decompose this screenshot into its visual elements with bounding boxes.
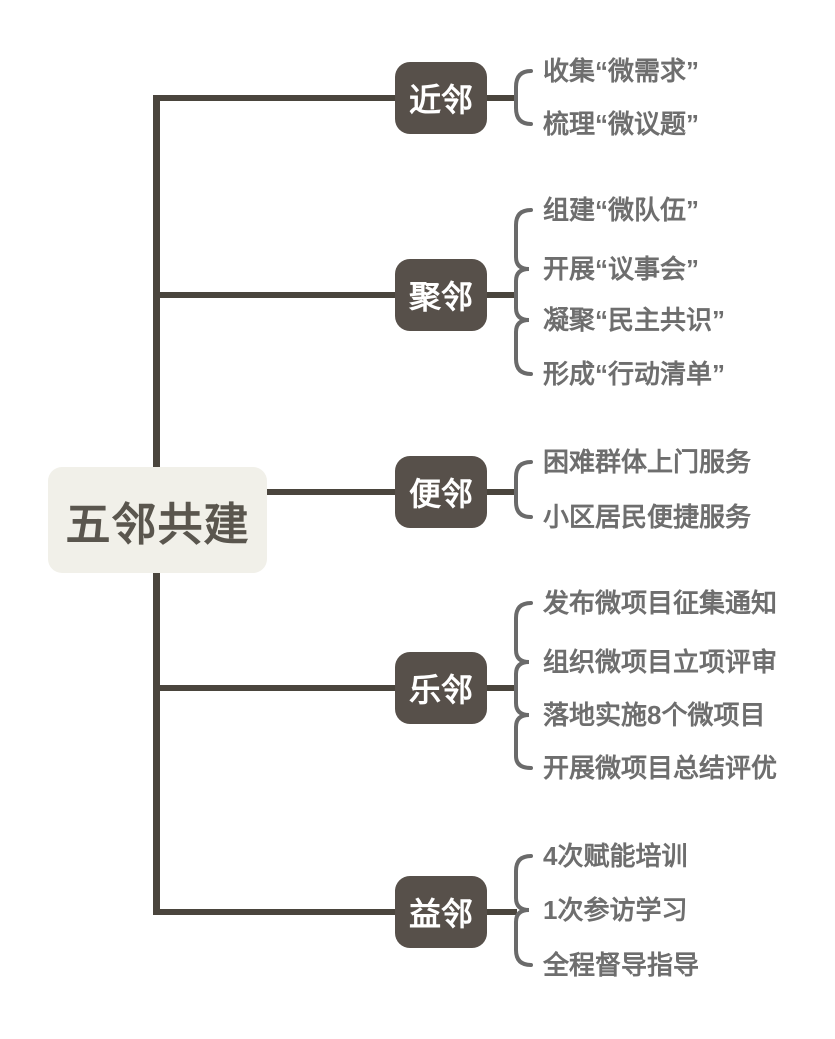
branch-node-lelin: 乐邻 [395,652,487,724]
branch-node-yilin: 益邻 [395,876,487,948]
branch-node-label: 近邻 [408,82,473,118]
leaf-item: 组织微项目立项评审 [543,647,778,677]
branch-node-label: 乐邻 [408,672,473,708]
leaf-item: 4次赋能培训 [543,841,688,871]
leaf-item: 困难群体上门服务 [543,447,752,477]
brace-branch-2 [514,208,533,376]
root-node: 五邻共建 [48,467,267,573]
leaf-item: 组建“微队伍” [543,195,700,225]
node-stub-4 [487,685,517,691]
leaf-item: 小区居民便捷服务 [543,502,752,532]
node-stub-1 [487,95,517,101]
leaf-item: 开展“议事会” [543,254,700,284]
brace-branch-3 [514,460,533,519]
leaf-item: 全程督导指导 [543,950,700,980]
branch-node-julin: 聚邻 [395,259,487,331]
branch-line-3 [154,489,395,495]
leaf-item: 凝聚“民主共识” [543,305,726,335]
leaf-item: 开展微项目总结评优 [543,753,778,783]
branch-node-label: 益邻 [408,896,473,932]
leaf-item: 落地实施8个微项目 [543,700,766,730]
leaf-item: 1次参访学习 [543,895,688,925]
branch-line-2 [154,292,395,298]
node-stub-2 [487,292,517,298]
branch-line-5 [154,909,395,915]
branch-node-label: 聚邻 [408,279,473,315]
branch-line-1 [154,95,395,101]
root-node-label: 五邻共建 [65,498,250,550]
leaf-item: 发布微项目征集通知 [543,588,778,618]
branch-node-bianlin: 便邻 [395,456,487,528]
leaf-item: 收集“微需求” [543,56,700,86]
branch-node-jinlin: 近邻 [395,62,487,134]
brace-branch-5 [514,854,533,967]
brace-branch-1 [514,69,533,126]
brace-branch-4 [514,601,533,770]
node-stub-5 [487,909,517,915]
branch-node-label: 便邻 [408,476,473,512]
leaf-item: 梳理“微议题” [543,109,700,139]
node-stub-3 [487,489,517,495]
leaf-item: 形成“行动清单” [543,359,726,389]
branch-line-4 [154,685,395,691]
